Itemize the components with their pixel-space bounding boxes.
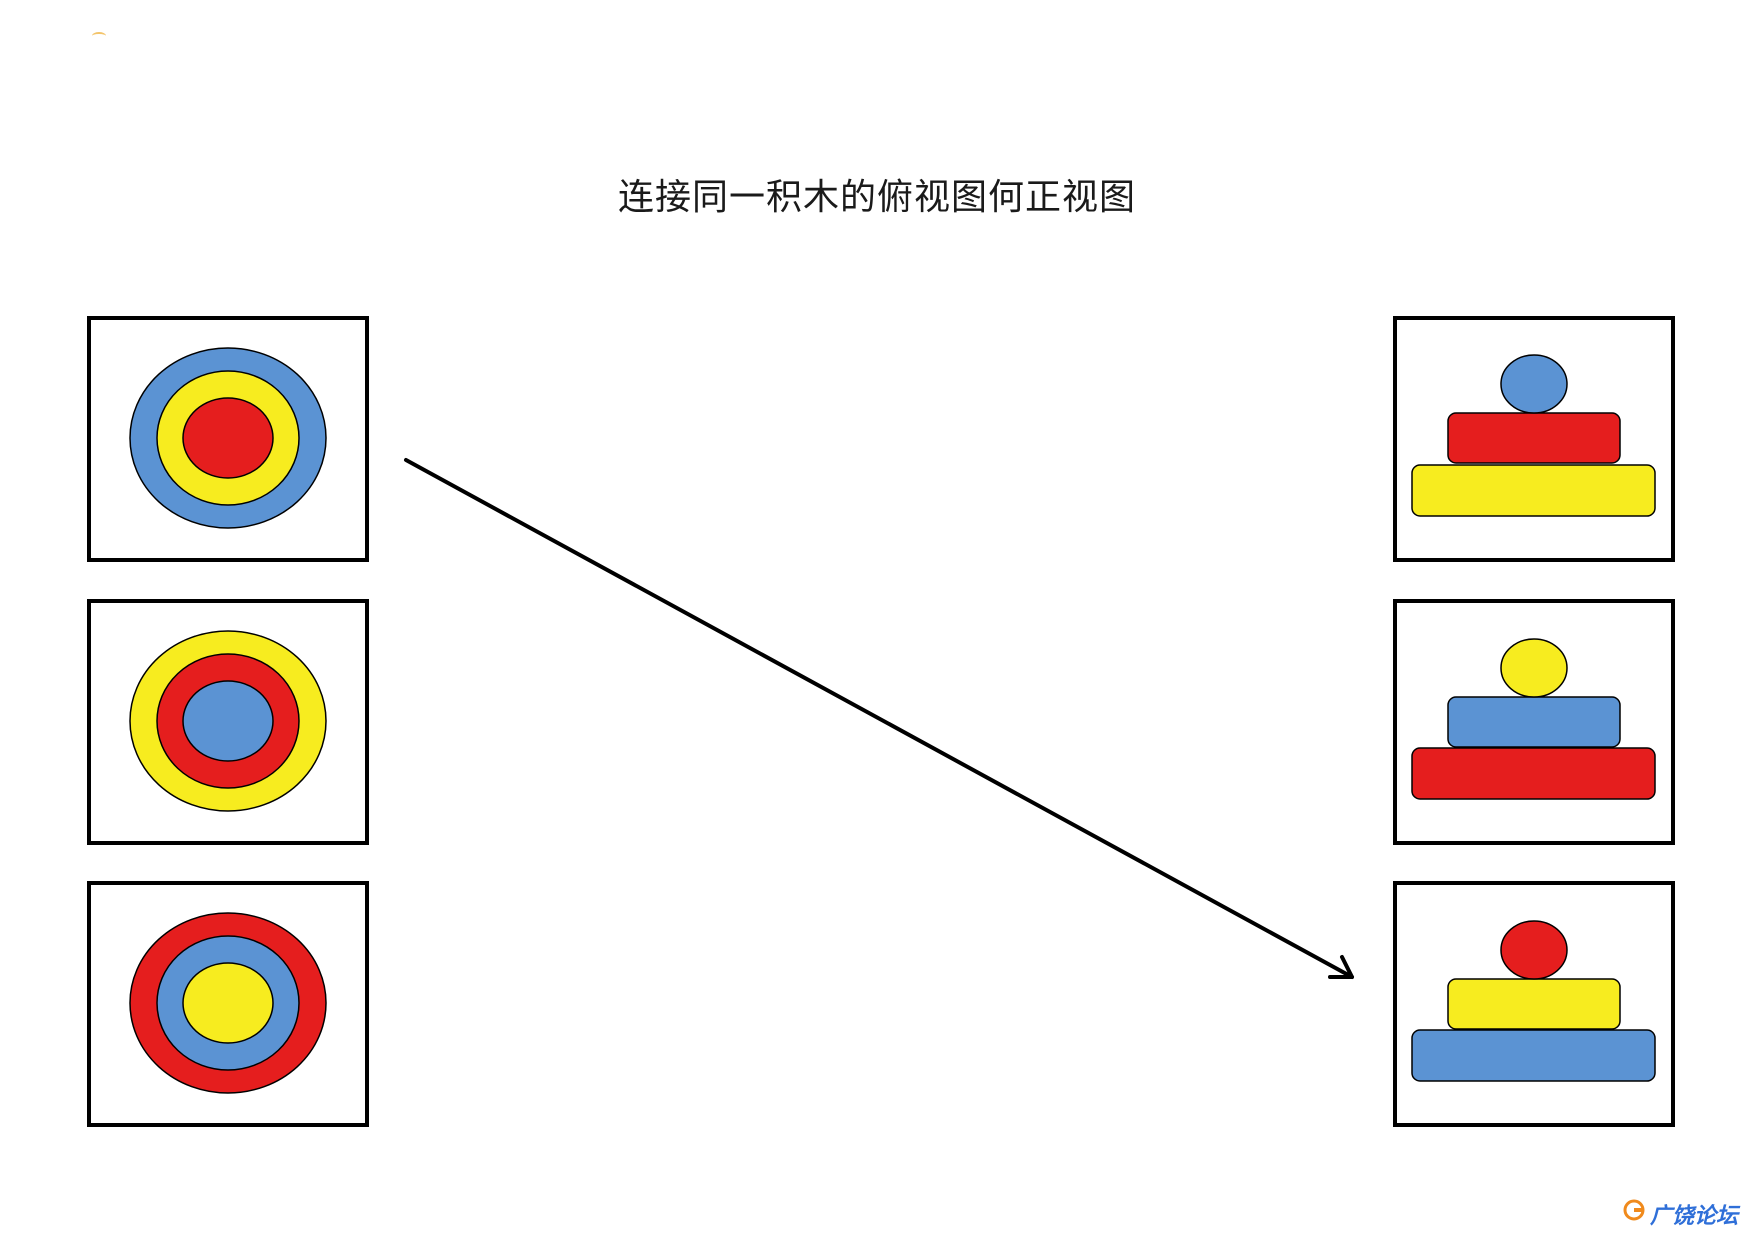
middle-block xyxy=(1447,696,1621,748)
front-view-card-2[interactable] xyxy=(1393,599,1675,845)
top-ball xyxy=(1500,354,1568,414)
top-ball xyxy=(1500,920,1568,980)
bottom-block xyxy=(1411,747,1656,800)
arrow-line xyxy=(404,458,1354,979)
top-view-card-1[interactable] xyxy=(87,316,369,562)
watermark-text: 广饶论坛 xyxy=(1650,1204,1739,1229)
front-view-card-1[interactable] xyxy=(1393,316,1675,562)
top-view-card-2[interactable] xyxy=(87,599,369,845)
connection-arrow xyxy=(404,458,1354,979)
middle-block xyxy=(1447,412,1621,464)
arrow-head xyxy=(1328,955,1354,979)
ring-inner xyxy=(182,680,274,762)
front-view-card-3[interactable] xyxy=(1393,881,1675,1127)
bottom-block xyxy=(1411,1029,1656,1082)
middle-block xyxy=(1447,978,1621,1030)
top-view-card-3[interactable] xyxy=(87,881,369,1127)
corner-mark xyxy=(92,32,106,40)
bottom-block xyxy=(1411,464,1656,517)
ring-inner xyxy=(182,962,274,1044)
ring-inner xyxy=(182,397,274,479)
watermark-logo-icon xyxy=(1623,1199,1645,1221)
page-title: 连接同一积木的俯视图何正视图 xyxy=(617,177,1136,218)
top-ball xyxy=(1500,638,1568,698)
